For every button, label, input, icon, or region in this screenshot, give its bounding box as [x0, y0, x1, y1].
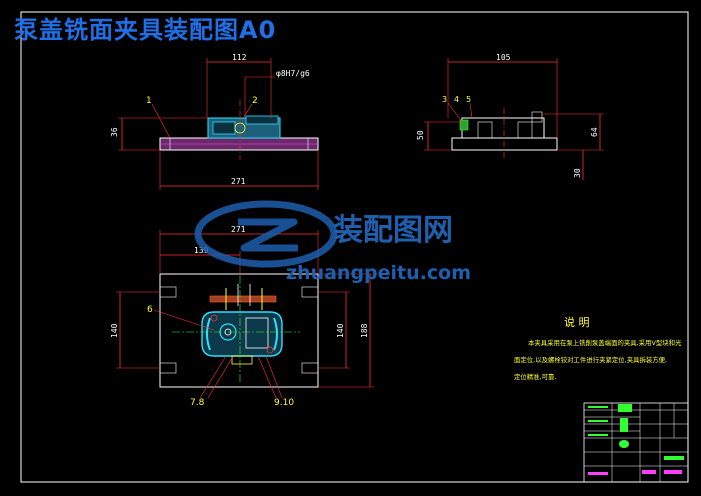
part-label-5: 5 [466, 95, 471, 104]
dim-side-right-height: 64 [590, 127, 599, 137]
dim-top-overall-width: 271 [231, 225, 246, 234]
top-pump-cover [201, 311, 283, 357]
top-view[interactable]: 271 139 140 140 188 6 7.8 9.10 [110, 225, 374, 408]
part-label-1: 1 [146, 96, 152, 106]
dim-top-partial-width: 139 [194, 246, 209, 255]
part-label-4: 4 [454, 95, 459, 104]
watermark-url: zhuangpeitu.com [286, 262, 471, 284]
drawing-border [20, 11, 689, 483]
dim-side-offset: 30 [573, 168, 582, 178]
dim-front-height: 36 [110, 127, 119, 137]
front-view[interactable]: 112 φ8H7/g6 36 271 1 2 [110, 53, 319, 190]
fit-tolerance-label: φ8H7/g6 [276, 69, 310, 78]
dim-top-right-height: 140 [336, 323, 345, 338]
title-block[interactable] [583, 402, 689, 483]
dim-front-overall-width: 271 [231, 177, 246, 186]
dim-side-left-height: 50 [416, 130, 425, 140]
dim-side-width: 105 [496, 53, 511, 62]
part-label-3: 3 [442, 95, 447, 104]
top-screw-rod [209, 295, 277, 303]
notes-heading: 说 明 [564, 315, 590, 329]
part-label-2: 2 [252, 96, 258, 106]
drawing-title: 泵盖铣面夹具装配图A0 [14, 16, 277, 44]
dim-top-overall-height: 188 [360, 323, 369, 338]
dim-front-top-width: 112 [232, 53, 247, 62]
dim-top-left-height: 140 [110, 323, 119, 338]
notes-line-3: 定位精准,可靠. [514, 372, 556, 381]
part-label-6: 6 [147, 305, 153, 315]
top-base-plate [159, 273, 319, 388]
part-label-7-8: 7.8 [190, 398, 205, 408]
notes-line-2: 面定位,以及螺栓铰对工件进行夹紧定位,夹具拆装方便, [514, 355, 667, 364]
watermark-logo-icon [194, 200, 338, 268]
part-label-9-10: 9.10 [274, 398, 294, 408]
watermark-name: 装配图网 [333, 213, 453, 248]
notes-line-1: 本夹具采用在泵上铣削泵盖端面的夹具,采用V型块和光 [528, 338, 682, 347]
side-view[interactable]: 105 50 64 30 3 4 5 [416, 53, 604, 180]
technical-notes: 说 明 本夹具采用在泵上铣削泵盖端面的夹具,采用V型块和光 面定位,以及螺栓铰对… [514, 315, 682, 381]
